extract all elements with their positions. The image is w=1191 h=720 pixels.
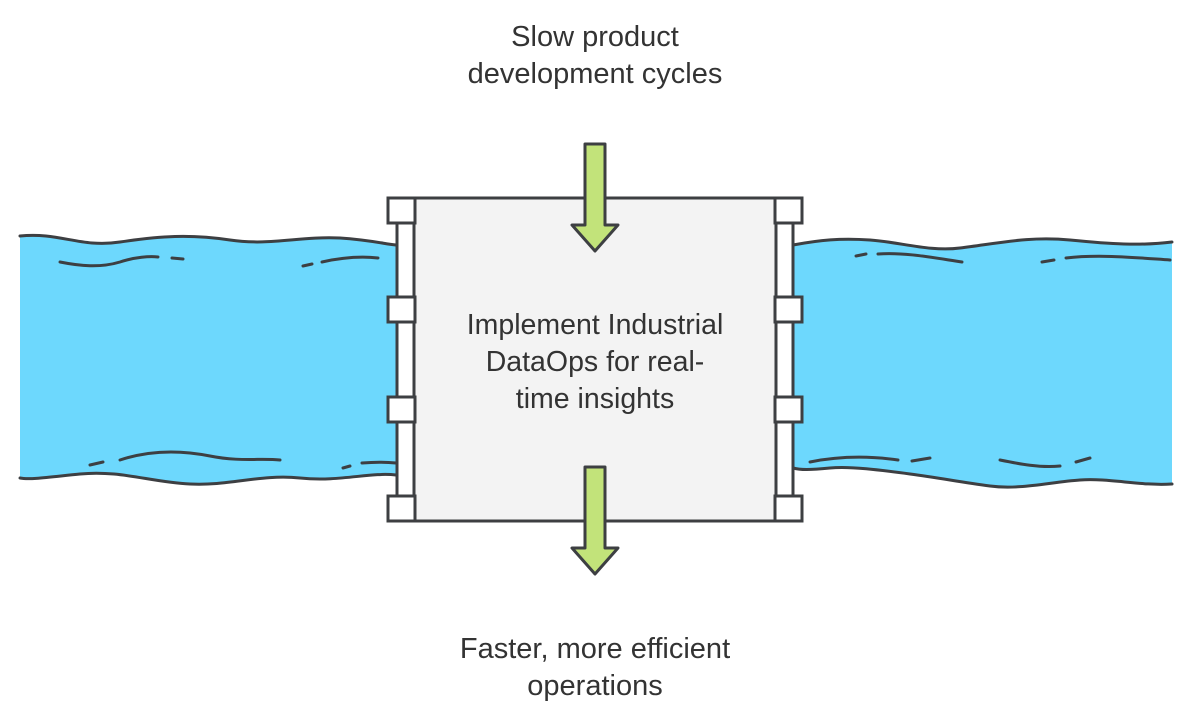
input-arrow-down-icon [570,142,620,253]
output-label: Faster, more efficient operations [395,631,795,705]
right-ripple-7 [998,458,1062,468]
left-ripple-3 [301,262,314,268]
left-ripple-2 [170,256,185,261]
center-label-line-3: time insights [515,383,675,415]
left-water-top-edge [18,233,398,247]
dam-post-left-1 [386,196,417,225]
dam-right-rail [773,220,795,500]
left-water [20,235,396,485]
dam-left-rail [395,220,417,500]
left-ripple-7 [341,464,352,470]
input-label: Slow product development cycles [395,19,795,93]
output-label-line-1: Faster, more efficient [459,633,731,665]
dam-post-left-3 [386,395,417,424]
left-water-bottom-edge [18,471,398,486]
left-ripple-4 [320,255,380,264]
center-label: Implement Industrial DataOps for real- t… [430,307,760,418]
dam-post-right-3 [773,395,804,424]
left-ripple-6 [118,450,282,462]
center-label-line-1: Implement Industrial [466,309,724,341]
left-ripple-1 [58,255,160,268]
center-label-line-2: DataOps for real- [485,346,705,378]
left-ripple-5 [88,460,105,467]
output-arrow-down-icon [570,465,620,576]
right-water-bottom-edge [791,465,1174,489]
dam-post-left-2 [386,295,417,324]
right-ripple-2 [876,252,964,264]
right-ripple-8 [1074,456,1092,464]
input-label-line-2: development cycles [467,58,723,90]
right-ripple-1 [854,252,868,258]
right-ripple-3 [1040,258,1056,264]
right-ripple-5 [808,455,900,464]
right-ripple-4 [1064,254,1172,262]
dam-post-left-4 [386,494,417,523]
right-water-top-edge [791,237,1174,251]
dam-post-right-1 [773,196,804,225]
input-label-line-1: Slow product [511,21,679,53]
dam-post-right-2 [773,295,804,324]
output-label-line-2: operations [527,670,663,702]
right-water [793,238,1172,488]
right-ripple-6 [910,456,932,463]
dam-post-right-4 [773,494,804,523]
left-ripple-8 [360,460,398,465]
